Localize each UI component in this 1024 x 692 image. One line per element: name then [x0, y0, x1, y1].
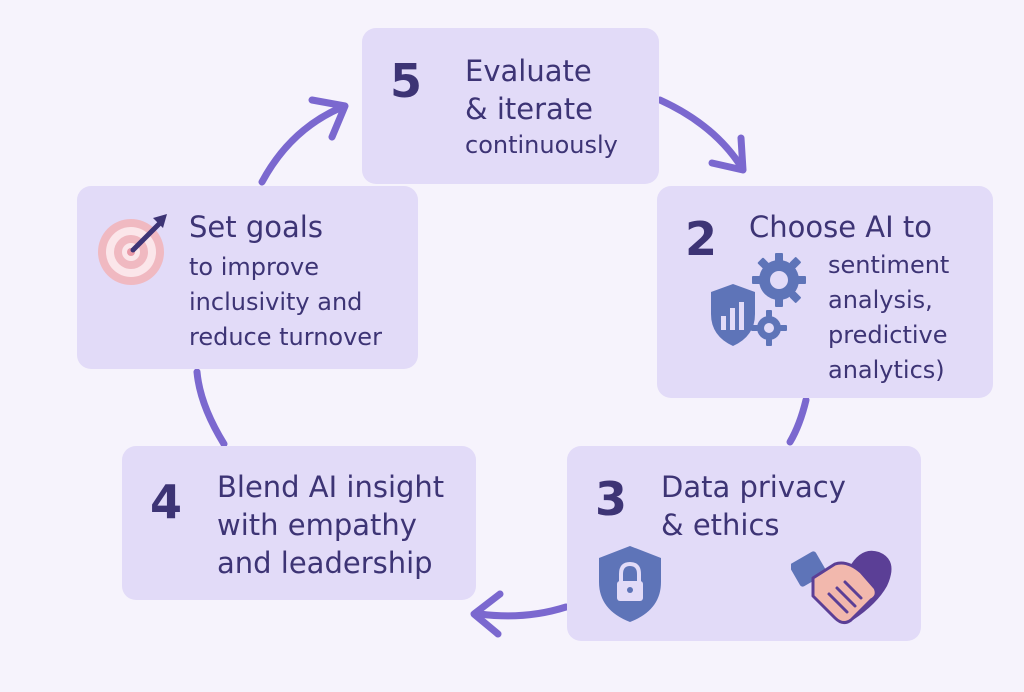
step-card-choose-ai: 2 Choose AI to sentiment: [657, 186, 993, 398]
step-card-goals: Set goals to improve inclusivity and red…: [77, 186, 418, 369]
step-number-2: 2: [685, 212, 718, 266]
padlock-shield-icon: [599, 546, 661, 622]
arrowhead-blend: [470, 590, 504, 638]
arc-goals-to-evaluate: [258, 104, 344, 186]
arc-privacy-to-blend: [476, 603, 570, 620]
step-title-privacy: Data privacy & ethics: [661, 468, 846, 544]
arc-blend-to-goals: [193, 368, 228, 448]
step-number-4: 4: [150, 475, 183, 529]
step-number-5: 5: [390, 54, 423, 108]
step-card-blend: 4 Blend AI insight with empathy and lead…: [122, 446, 476, 600]
step-lines-choose-ai: sentiment analysis, predictive analytics…: [828, 248, 949, 388]
step-title-choose-ai: Choose AI to: [749, 210, 933, 244]
title-line: & ethics: [661, 508, 780, 542]
text-line: sentiment: [828, 251, 950, 279]
step-lines-goals: to improve inclusivity and reduce turnov…: [189, 250, 382, 355]
text-line: analytics): [828, 356, 945, 384]
handshake-heart-icon: [791, 550, 892, 625]
arc-evaluate-to-choose: [656, 96, 746, 172]
arrowhead-choose: [708, 134, 747, 174]
step-title-goals: Set goals: [189, 210, 323, 244]
step-title-blend: Blend AI insight with empathy and leader…: [217, 468, 444, 582]
step-title-evaluate: Evaluate & iterate: [465, 52, 593, 128]
title-line: Evaluate: [465, 54, 592, 88]
title-line: and leadership: [217, 546, 433, 580]
step-card-evaluate: 5 Evaluate & iterate continuously: [362, 28, 659, 184]
title-line: with empathy: [217, 508, 417, 542]
shield-chart-gear-icon: [711, 253, 806, 346]
text-line: inclusivity and: [189, 288, 363, 316]
title-line: Blend AI insight: [217, 470, 445, 504]
step-number-3: 3: [595, 472, 628, 526]
title-line: & iterate: [465, 92, 594, 126]
text-line: analysis,: [828, 286, 933, 314]
arrowhead-evaluate: [308, 96, 349, 141]
title-line: Data privacy: [661, 470, 846, 504]
target-icon: [98, 214, 167, 285]
text-line: predictive: [828, 321, 948, 349]
step-sub-evaluate: continuously: [465, 131, 618, 159]
text-line: to improve: [189, 253, 319, 281]
arc-choose-to-privacy: [786, 396, 810, 446]
step-card-privacy: 3 Data privacy & ethics: [567, 446, 921, 641]
text-line: reduce turnover: [189, 323, 382, 351]
